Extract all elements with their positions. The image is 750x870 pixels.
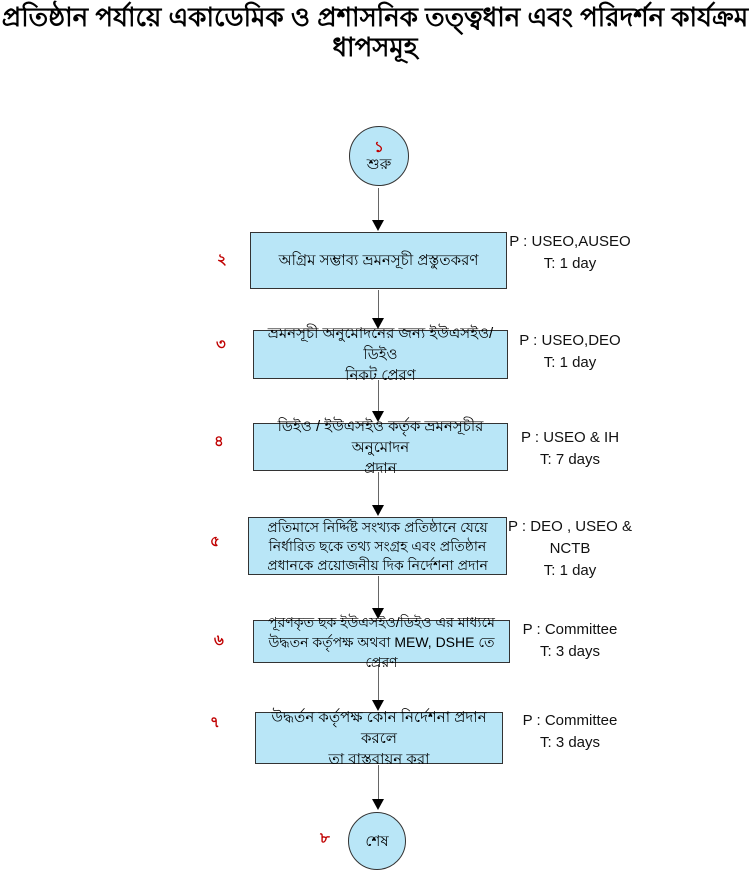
process-box-7: উদ্ধর্তন কর্তৃপক্ষ কোন নির্দেশনা প্রদান …	[255, 709, 503, 768]
arrow-down-icon	[372, 799, 384, 810]
end-node: শেষ	[348, 812, 406, 870]
annotation-6-personnel: P : Committee	[522, 621, 618, 638]
step-number-8: ৮	[320, 830, 330, 847]
connector-line	[378, 472, 379, 505]
process-box-7-line: উদ্ধর্তন কর্তৃপক্ষ কোন নির্দেশনা প্রদান …	[271, 708, 487, 747]
start-node: ১ শুরু	[349, 126, 409, 186]
page-title: প্রতিষ্ঠান পর্যায়ে একাডেমিক ও প্রশাসনিক…	[1, 2, 749, 62]
annotation-2-time: T: 1 day	[543, 255, 597, 272]
annotation-4-personnel: P : USEO & IH	[520, 429, 620, 446]
end-label: শেষ	[365, 832, 389, 850]
connector-line	[378, 576, 379, 608]
arrow-down-icon	[372, 608, 384, 619]
process-box-6-line: উদ্ধতন কর্তৃপক্ষ অথবা MEW, DSHE তে প্রের…	[268, 633, 495, 670]
annotation-7-time: T: 3 days	[539, 734, 601, 751]
annotation-5-time: T: 1 day	[543, 562, 597, 579]
step-number-6: ৬	[214, 632, 224, 649]
process-box-4-line: প্রদান	[364, 459, 397, 477]
annotation-7: P : Committee T: 3 days	[495, 710, 645, 754]
step-number-4: ৪	[214, 433, 224, 450]
annotation-3: P : USEO,DEO T: 1 day	[495, 330, 645, 374]
process-box-5-line: প্রতিমাসে নির্দ্দিষ্ট সংখ্যক প্রতিষ্ঠানে…	[267, 518, 488, 535]
process-box-5-line: প্রধানকে প্রয়োজনীয় দিক নির্দেশনা প্রদা…	[267, 556, 488, 573]
process-box-6: পূরণকৃত ছক ইউএসইও/ডিইও এর মাধ্যমে উদ্ধতন…	[253, 614, 510, 670]
annotation-5-personnel2: NCTB	[549, 540, 591, 557]
annotation-3-time: T: 1 day	[543, 354, 597, 371]
annotation-5-personnel: P : DEO , USEO &	[508, 518, 632, 535]
connector-line	[378, 380, 379, 411]
process-box-6-line: পূরণকৃত ছক ইউএসইও/ডিইও এর মাধ্যমে	[268, 613, 495, 630]
process-box-5-line: নির্ধারিত ছকে তথ্য সংগ্রহ এবং প্রতিষ্ঠান	[268, 537, 487, 554]
step-number-2: ২	[217, 251, 227, 268]
step-number-7: ৭	[210, 714, 220, 731]
arrow-down-icon	[372, 700, 384, 711]
annotation-2: P : USEO,AUSEO T: 1 day	[495, 231, 645, 275]
start-step-number: ১	[374, 139, 384, 156]
annotation-7-personnel: P : Committee	[522, 712, 618, 729]
connector-line	[378, 188, 379, 220]
arrow-down-icon	[372, 505, 384, 516]
annotation-5: P : DEO , USEO & NCTB T: 1 day	[495, 516, 645, 582]
annotation-2-personnel: P : USEO,AUSEO	[509, 233, 631, 250]
process-box-3: ভ্রমনসূচী অনুমোদনের জন্য ইউএসইও/ডিইও নিক…	[253, 325, 508, 384]
process-box-5: প্রতিমাসে নির্দ্দিষ্ট সংখ্যক প্রতিষ্ঠানে…	[248, 517, 507, 575]
connector-line	[378, 664, 379, 700]
process-box-2: অগ্রিম সম্ভাব্য ভ্রমনসূচী প্রস্তুতকরণ	[250, 232, 507, 289]
annotation-3-personnel: P : USEO,DEO	[519, 332, 621, 349]
annotation-6: P : Committee T: 3 days	[495, 619, 645, 663]
process-box-3-line: ভ্রমনসূচী অনুমোদনের জন্য ইউএসইও/ডিইও	[267, 325, 494, 363]
step-number-5: ৫	[210, 533, 220, 550]
annotation-4: P : USEO & IH T: 7 days	[495, 427, 645, 471]
process-box-4-line: ডিইও / ইউএসইও কর্তৃক ভ্রমনসূচীর অনুমোদন	[277, 417, 484, 456]
annotation-6-time: T: 3 days	[539, 643, 601, 660]
step-number-3: ৩	[216, 336, 226, 353]
process-box-4: ডিইও / ইউএসইও কর্তৃক ভ্রমনসূচীর অনুমোদন …	[253, 418, 508, 477]
annotation-4-time: T: 7 days	[539, 451, 601, 468]
arrow-down-icon	[372, 220, 384, 231]
process-box-2-line: অগ্রিম সম্ভাব্য ভ্রমনসূচী প্রস্তুতকরণ	[278, 252, 479, 269]
connector-line	[378, 290, 379, 318]
process-box-7-line: তা বাস্তবায়ন করা	[328, 750, 430, 768]
arrow-down-icon	[372, 318, 384, 329]
connector-line	[378, 765, 379, 799]
process-box-3-line: নিকট প্রেরণ	[345, 367, 416, 384]
start-label: শুরু	[366, 156, 392, 173]
arrow-down-icon	[372, 411, 384, 422]
